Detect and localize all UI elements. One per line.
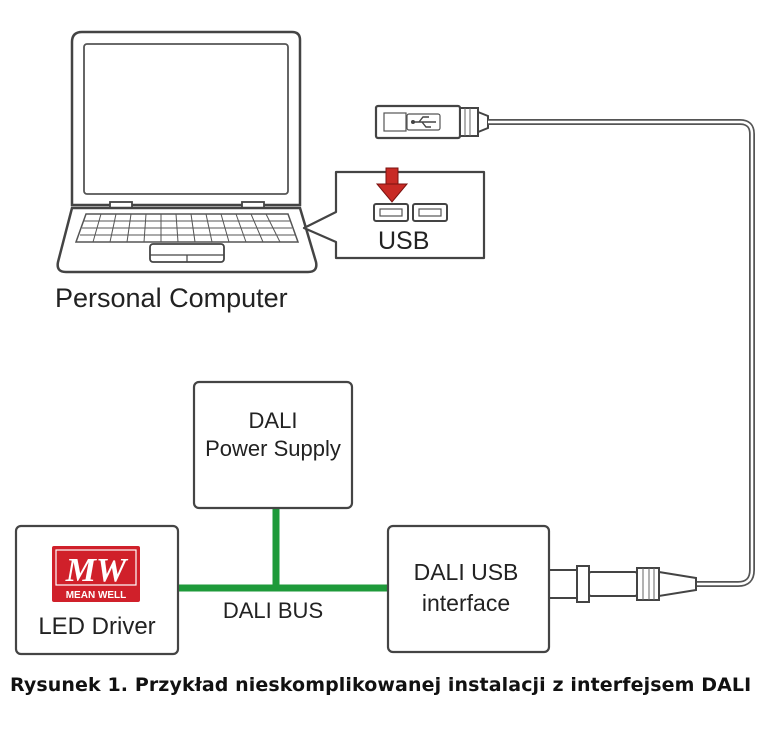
usb-port-callout bbox=[302, 170, 486, 260]
usb-interface-label-line1: DALI USB bbox=[414, 559, 519, 585]
down-arrow-icon bbox=[375, 167, 409, 203]
laptop-icon bbox=[56, 30, 318, 274]
power-supply-box bbox=[192, 380, 354, 510]
figure-caption: Rysunek 1. Przykład nieskomplikowanej in… bbox=[10, 674, 752, 696]
usb-plug-icon bbox=[374, 104, 489, 140]
logo-sub-text: MEAN WELL bbox=[66, 590, 127, 601]
mean-well-logo: MW MEAN WELL bbox=[52, 546, 140, 602]
usb-connector-icon bbox=[548, 565, 697, 603]
power-supply-label-line2: Power Supply bbox=[205, 436, 341, 461]
usb-port-label: USB bbox=[378, 227, 429, 255]
logo-brand-text: MW bbox=[65, 552, 129, 589]
laptop-label: Personal Computer bbox=[55, 283, 288, 313]
usb-interface-box bbox=[386, 524, 551, 654]
power-supply-label-line1: DALI bbox=[249, 408, 298, 433]
dali-bus-label: DALI BUS bbox=[223, 598, 323, 623]
dali-bus-lines bbox=[178, 508, 388, 592]
usb-cable bbox=[488, 119, 755, 587]
usb-interface-label-line2: interface bbox=[422, 590, 510, 616]
led-driver-label: LED Driver bbox=[38, 613, 155, 640]
